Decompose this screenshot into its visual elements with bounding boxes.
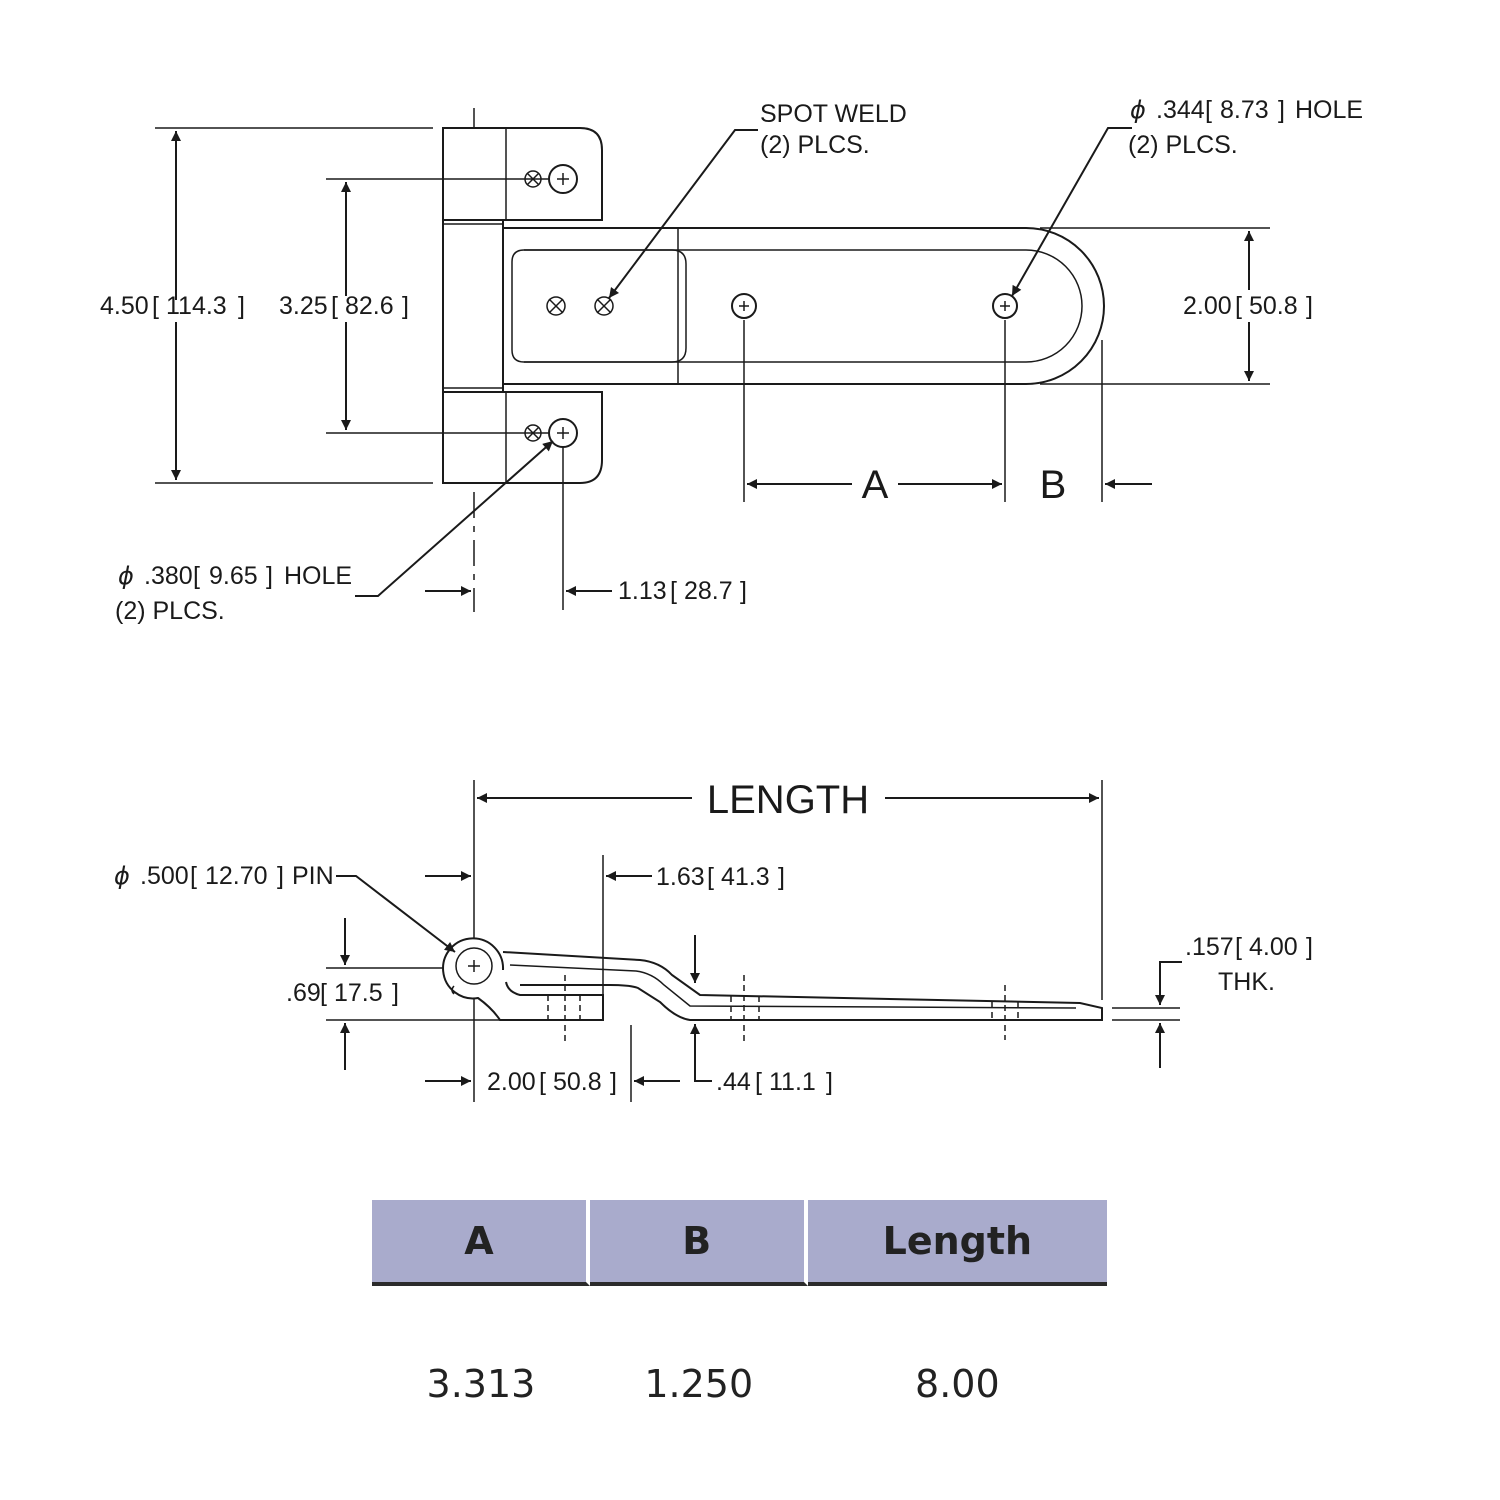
dim-b-label: B xyxy=(1040,463,1067,507)
spot-weld-plcs: (2) PLCS. xyxy=(760,131,870,159)
thk-mm: 4.00 xyxy=(1249,933,1298,961)
svg-text:[: [ xyxy=(539,1068,546,1096)
svg-text:]: ] xyxy=(277,862,284,890)
dim-044-value: .44 xyxy=(716,1068,751,1096)
svg-text:[: [ xyxy=(1235,933,1242,961)
dim-163-value: 1.63 xyxy=(656,863,705,891)
header-b: B xyxy=(589,1200,808,1286)
svg-text:[: [ xyxy=(755,1068,762,1096)
svg-text:[: [ xyxy=(331,292,338,320)
hole344-dia: .344 xyxy=(1156,96,1205,124)
top-view: 4.50 [ 114.3 ] 3.25 [ 82.6 ] 2.00 [ 50.8… xyxy=(100,96,1363,625)
strap-hole-1 xyxy=(731,293,757,319)
svg-text:]: ] xyxy=(826,1068,833,1096)
leaf-center-knuckle xyxy=(442,219,504,393)
strap-outline xyxy=(502,227,1105,385)
hole344-mm: 8.73 xyxy=(1220,96,1269,124)
svg-text:ϕ: ϕ xyxy=(1130,96,1146,124)
leaf-upper-knuckle xyxy=(442,127,603,221)
hole380-suffix: HOLE xyxy=(284,562,352,590)
header-length: Length xyxy=(807,1200,1107,1286)
hole380-mm: 9.65 xyxy=(209,562,258,590)
dim-a-label: A xyxy=(862,463,889,507)
svg-text:[: [ xyxy=(1205,96,1212,124)
svg-text:]: ] xyxy=(266,562,273,590)
hole380-plcs: (2) PLCS. xyxy=(115,597,225,625)
header-a: A xyxy=(372,1200,590,1286)
dim-450-value: 4.50 xyxy=(100,292,149,320)
pin-suffix: PIN xyxy=(292,862,334,890)
svg-text:[: [ xyxy=(707,863,714,891)
cell-a: 3.313 xyxy=(426,1361,536,1406)
dim-200-mm: 50.8 xyxy=(1249,292,1298,320)
hole344-suffix: HOLE xyxy=(1295,96,1363,124)
svg-text:[: [ xyxy=(670,577,677,605)
dim-113-value: 1.13 xyxy=(618,577,667,605)
svg-text:[: [ xyxy=(193,562,200,590)
strap-inner-edge xyxy=(511,249,1083,363)
svg-text:ϕ: ϕ xyxy=(114,862,130,890)
svg-text:[: [ xyxy=(190,862,197,890)
svg-text:]: ] xyxy=(1306,292,1313,320)
svg-text:]: ] xyxy=(238,292,245,320)
cell-length: 8.00 xyxy=(915,1361,1000,1406)
strap-profile xyxy=(502,951,1103,1021)
svg-text:]: ] xyxy=(610,1068,617,1096)
pin-dia: .500 xyxy=(140,862,189,890)
strap-weld-1 xyxy=(546,296,566,316)
svg-text:[: [ xyxy=(1235,292,1242,320)
svg-text:[: [ xyxy=(152,292,159,320)
thk-label: THK. xyxy=(1218,968,1275,996)
knuckle-profile xyxy=(442,937,604,1021)
spot-weld-label: SPOT WELD xyxy=(760,100,907,128)
side-view: LENGTH ϕ .500 [ 12.70 ] PIN 1.63 [ 41.3 … xyxy=(114,778,1313,1102)
svg-text:]: ] xyxy=(778,863,785,891)
dim-069-mm: 17.5 xyxy=(334,979,383,1007)
dim-200-value: 2.00 xyxy=(1183,292,1232,320)
table-row: 3.313 1.250 8.00 xyxy=(372,1286,1107,1481)
spec-table-header: A B Length xyxy=(372,1200,1107,1286)
svg-text:]: ] xyxy=(402,292,409,320)
dim-069-value: .69 xyxy=(286,979,321,1007)
dim-200b-mm: 50.8 xyxy=(553,1068,602,1096)
dim-113-mm: 28.7 xyxy=(684,577,733,605)
length-label: LENGTH xyxy=(707,778,869,822)
dim-325-mm: 82.6 xyxy=(345,292,394,320)
pin-mm: 12.70 xyxy=(205,862,268,890)
svg-text:]: ] xyxy=(392,979,399,1007)
svg-text:]: ] xyxy=(1278,96,1285,124)
svg-text:]: ] xyxy=(1306,933,1313,961)
cell-b: 1.250 xyxy=(644,1361,754,1406)
strap-hole-2 xyxy=(992,293,1018,319)
hole380-dia: .380 xyxy=(144,562,193,590)
dim-200b-value: 2.00 xyxy=(487,1068,536,1096)
hole344-plcs: (2) PLCS. xyxy=(1128,131,1238,159)
svg-text:[: [ xyxy=(320,979,327,1007)
dim-044-mm: 11.1 xyxy=(769,1068,816,1096)
dim-450-mm: 114.3 xyxy=(166,292,227,320)
spec-table: A B Length 3.313 1.250 8.00 xyxy=(372,1200,1107,1481)
svg-text:]: ] xyxy=(740,577,747,605)
svg-text:ϕ: ϕ xyxy=(118,562,134,590)
dim-325-value: 3.25 xyxy=(279,292,328,320)
leaf-hole-lower xyxy=(548,418,578,448)
thk-value: .157 xyxy=(1185,933,1234,961)
strap-weld-2 xyxy=(594,296,614,316)
dim-163-mm: 41.3 xyxy=(721,863,770,891)
leaf-hole-upper xyxy=(548,164,578,194)
